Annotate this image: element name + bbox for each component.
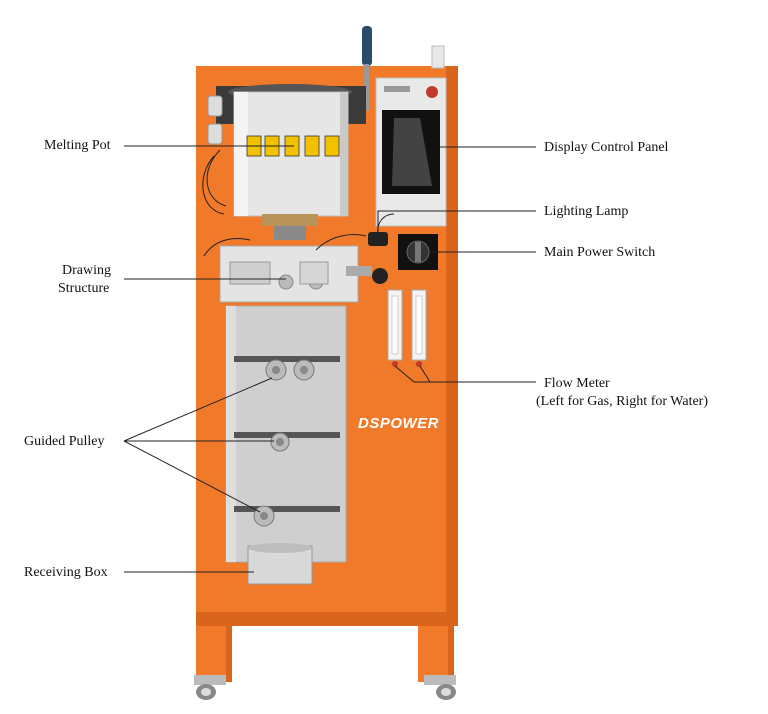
display-control-panel-icon [375, 77, 447, 227]
label-lighting-lamp: Lighting Lamp [544, 204, 629, 219]
gas-fitting [431, 45, 445, 69]
lever-handle [362, 26, 372, 66]
leader-flow-meter-left [394, 365, 536, 383]
leader-flow-meter-right [419, 365, 431, 383]
lever-rod [364, 64, 369, 110]
pulley-slot-bottom [234, 506, 340, 512]
leader-guided-pulley-1 [123, 377, 273, 442]
leader-guided-pulley-3 [123, 440, 261, 513]
label-receiving-box: Receiving Box [24, 565, 108, 580]
steel-plate-highlight [226, 306, 236, 562]
lighting-lamp-icon [368, 213, 395, 246]
leader-lighting-lamp [377, 210, 536, 232]
brand-logo: DSPOWER [358, 415, 439, 432]
right-caster-icon [424, 675, 456, 700]
label-drawing-structure-line2: Structure [58, 281, 110, 296]
pulley-slot-top [234, 356, 340, 362]
guided-pulley-icon [253, 359, 315, 527]
receiving-box-icon [247, 543, 313, 585]
right-leg-shade [448, 590, 454, 682]
label-flow-meter-line2: (Left for Gas, Right for Water) [536, 394, 708, 409]
label-drawing-structure-line1: Drawing [62, 263, 111, 278]
label-flow-meter-line1: Flow Meter [544, 376, 610, 391]
label-main-power-switch: Main Power Switch [544, 245, 656, 260]
cabinet-bottom-shade [196, 612, 458, 626]
melting-pot-icon [202, 84, 366, 240]
flow-meter-icon [387, 289, 427, 367]
left-leg-shade [226, 590, 232, 682]
label-display-control-panel: Display Control Panel [544, 140, 669, 155]
left-caster-icon [194, 675, 226, 700]
label-guided-pulley: Guided Pulley [24, 434, 105, 449]
cabinet-right-shade [446, 66, 458, 626]
label-melting-pot: Melting Pot [44, 138, 111, 153]
pulley-slot-middle [234, 432, 340, 438]
